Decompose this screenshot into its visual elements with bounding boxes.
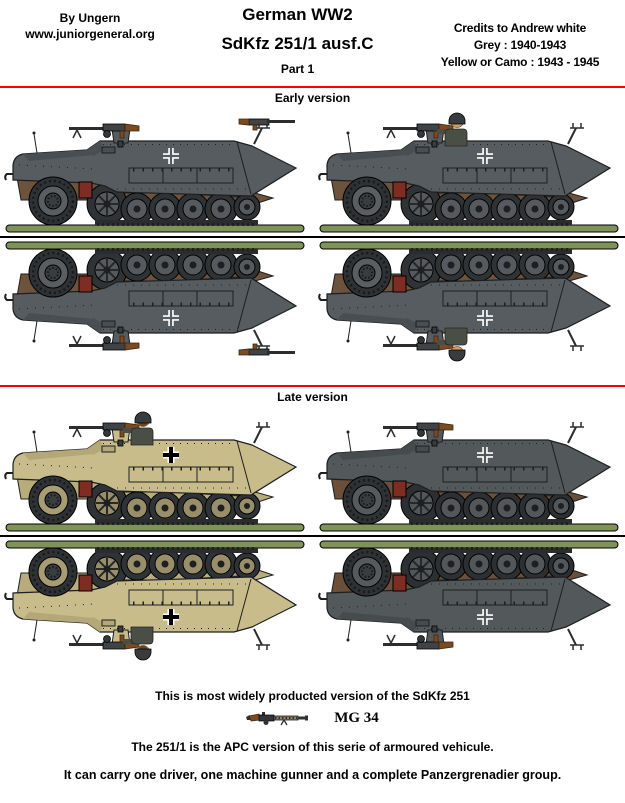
section-label-early: Early version — [274, 91, 351, 105]
halftrack-early-grey-armed — [3, 108, 308, 234]
title-block: German WW2 SdKfz 251/1 ausf.C Part 1 — [180, 0, 415, 86]
section-label-late: Late version — [277, 390, 348, 404]
halftrack-early-grey-gunner-mirrored — [317, 240, 622, 366]
page-subtitle: SdKfz 251/1 ausf.C — [221, 34, 374, 53]
early-row-mirrored — [0, 240, 625, 366]
late-row-upright — [0, 407, 625, 533]
footer-line-2: The 251/1 is the APC version of this ser… — [131, 740, 494, 754]
halftrack-late-grey — [317, 407, 622, 533]
late-row-mirrored — [0, 539, 625, 665]
footer-line-1: This is most widely producted version of… — [155, 689, 470, 703]
author-website: www.juniorgeneral.org — [25, 27, 155, 41]
credits-block: Credits to Andrew white Grey : 1940-1943… — [415, 0, 625, 86]
halftrack-early-grey-armed-mirrored — [3, 240, 308, 366]
yellow-period-note: Yellow or Camo : 1943 - 1945 — [440, 55, 600, 69]
weapon-label: MG 34 — [334, 709, 379, 726]
author-name: By Ungern — [59, 11, 121, 25]
grey-period-note: Grey : 1940-1943 — [473, 38, 567, 52]
section-gap — [0, 366, 625, 385]
halftrack-early-grey-gunner — [317, 108, 622, 234]
part-label: Part 1 — [280, 62, 315, 76]
halftrack-late-sand-gunner-mirrored — [3, 539, 308, 665]
footer-line-3: It can carry one driver, one machine gun… — [63, 768, 562, 782]
header: By Ungern www.juniorgeneral.org German W… — [0, 0, 625, 86]
mg34-icon — [246, 711, 309, 726]
author-block: By Ungern www.juniorgeneral.org — [0, 0, 180, 86]
page-title: German WW2 — [242, 5, 353, 24]
fold-line-late — [0, 535, 625, 537]
credits-line: Credits to Andrew white — [453, 21, 587, 35]
early-row-upright — [0, 108, 625, 234]
halftrack-late-grey-mirrored — [317, 539, 622, 665]
halftrack-late-sand-gunner — [3, 407, 308, 533]
red-divider-top — [0, 86, 625, 88]
weapon-row: MG 34 — [0, 709, 625, 727]
fold-line-early — [0, 236, 625, 238]
red-divider-late — [0, 385, 625, 387]
